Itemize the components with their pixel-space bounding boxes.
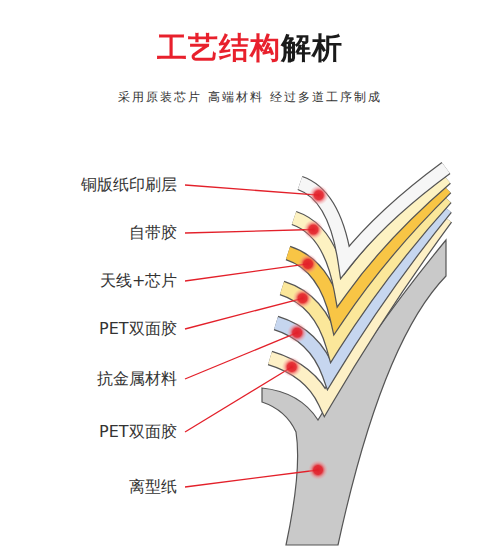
leader-line bbox=[185, 298, 303, 329]
layer-label: 铜版纸印刷层 bbox=[80, 175, 178, 195]
marker-dot bbox=[298, 254, 318, 274]
leader-line bbox=[185, 230, 313, 233]
layer-label: 天线+芯片 bbox=[99, 271, 178, 291]
layer-label: PET双面胶 bbox=[98, 422, 178, 442]
layer-label: 自带胶 bbox=[128, 223, 178, 243]
subtitle: 采用原装芯片 高端材料 经过多道工序制成 bbox=[118, 89, 382, 106]
layer-label: 抗金属材料 bbox=[96, 369, 178, 389]
leader-line bbox=[185, 470, 318, 487]
layer-label: 离型纸 bbox=[128, 477, 178, 497]
leader-line bbox=[185, 185, 319, 195]
layer-label: PET双面胶 bbox=[98, 319, 178, 339]
title: 工艺结构解析 bbox=[157, 28, 343, 69]
paper-layer bbox=[300, 168, 446, 262]
marker-dot bbox=[282, 357, 302, 377]
leader-line bbox=[185, 264, 308, 281]
leader-line bbox=[185, 367, 292, 432]
marker-dot bbox=[287, 323, 307, 343]
marker-dot bbox=[308, 460, 328, 480]
marker-dot bbox=[303, 220, 323, 240]
marker-dot bbox=[293, 288, 313, 308]
paper-layer-outline bbox=[300, 168, 446, 262]
marker-dot bbox=[309, 185, 329, 205]
leader-line bbox=[185, 333, 297, 379]
